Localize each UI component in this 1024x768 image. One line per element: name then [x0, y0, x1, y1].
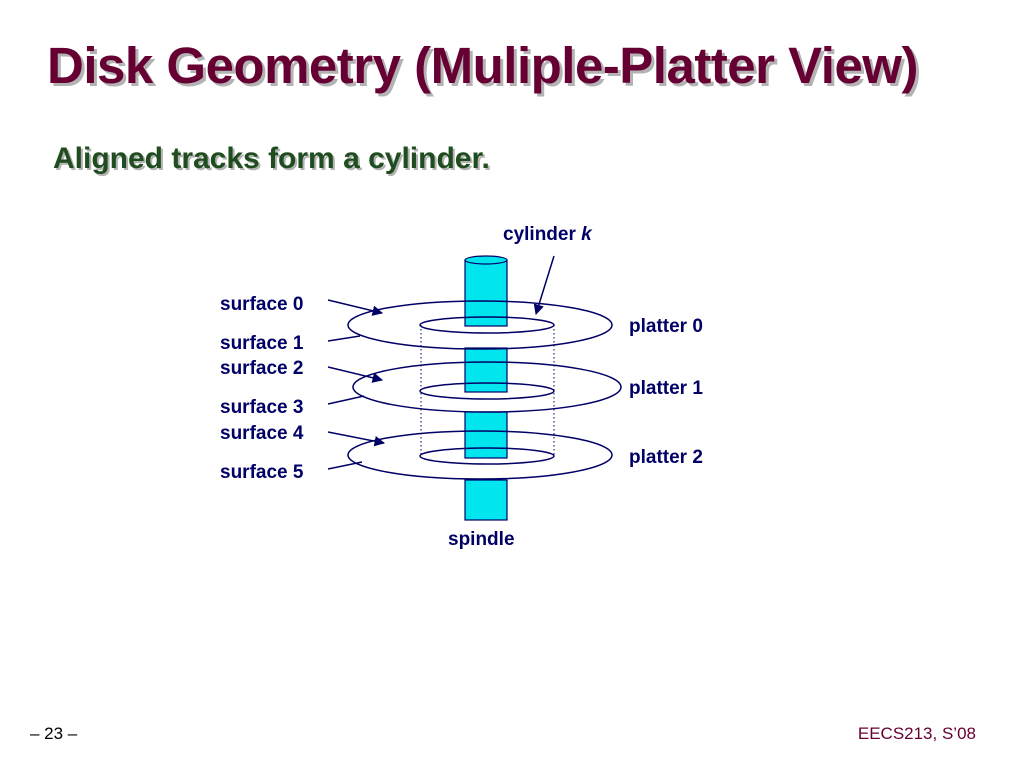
spindle-top-segment [464, 259, 508, 327]
platter-1-shape [352, 361, 622, 413]
platter-0-label: platter 0 [629, 316, 703, 337]
platter-2-track [419, 447, 555, 465]
cylinder-variable: k [581, 224, 593, 245]
platter-2-outer-edge [347, 430, 613, 480]
surface-4-label: surface 4 [220, 423, 304, 444]
page-number: – 23 – [30, 724, 78, 743]
platter-0-outer-edge [347, 300, 613, 350]
course-label: EECS213, S’08 [857, 724, 976, 743]
surface-0-label: surface 0 [220, 294, 303, 315]
surface-1-arrow [327, 335, 361, 342]
cylinder-outline [420, 325, 555, 456]
platter-1-track [419, 382, 555, 400]
surface-5-label: surface 5 [220, 462, 304, 483]
surface-2-arrow [327, 366, 384, 383]
surface-1-label: surface 1 [220, 333, 304, 354]
surface-4-arrow [327, 431, 386, 447]
platter-2-shape [347, 430, 613, 480]
slide-title: Disk Geometry (Muliple-Platter View) [47, 37, 918, 94]
platter-1-outer-edge [352, 361, 622, 413]
surface-3-arrow [327, 395, 365, 405]
slide-subtitle: Aligned tracks form a cylinder. [53, 142, 490, 175]
platter-1-label: platter 1 [629, 378, 703, 399]
spindle-bottom-segment [464, 479, 508, 521]
surface-arrows [327, 255, 555, 470]
surface-3-label: surface 3 [220, 397, 303, 418]
spindle-label: spindle [448, 529, 515, 550]
spindle [464, 255, 508, 521]
cylinder-label: cylinder k [503, 224, 593, 245]
surface-0-arrow [327, 299, 384, 316]
platter-2-label: platter 2 [629, 447, 703, 468]
spindle-segment-2 [464, 411, 508, 459]
surface-2-label: surface 2 [220, 358, 303, 379]
spindle-top-cap [464, 255, 508, 265]
surface-5-arrow [327, 461, 363, 470]
spindle-segment-1 [464, 347, 508, 393]
cylinder-arrow [533, 255, 555, 316]
